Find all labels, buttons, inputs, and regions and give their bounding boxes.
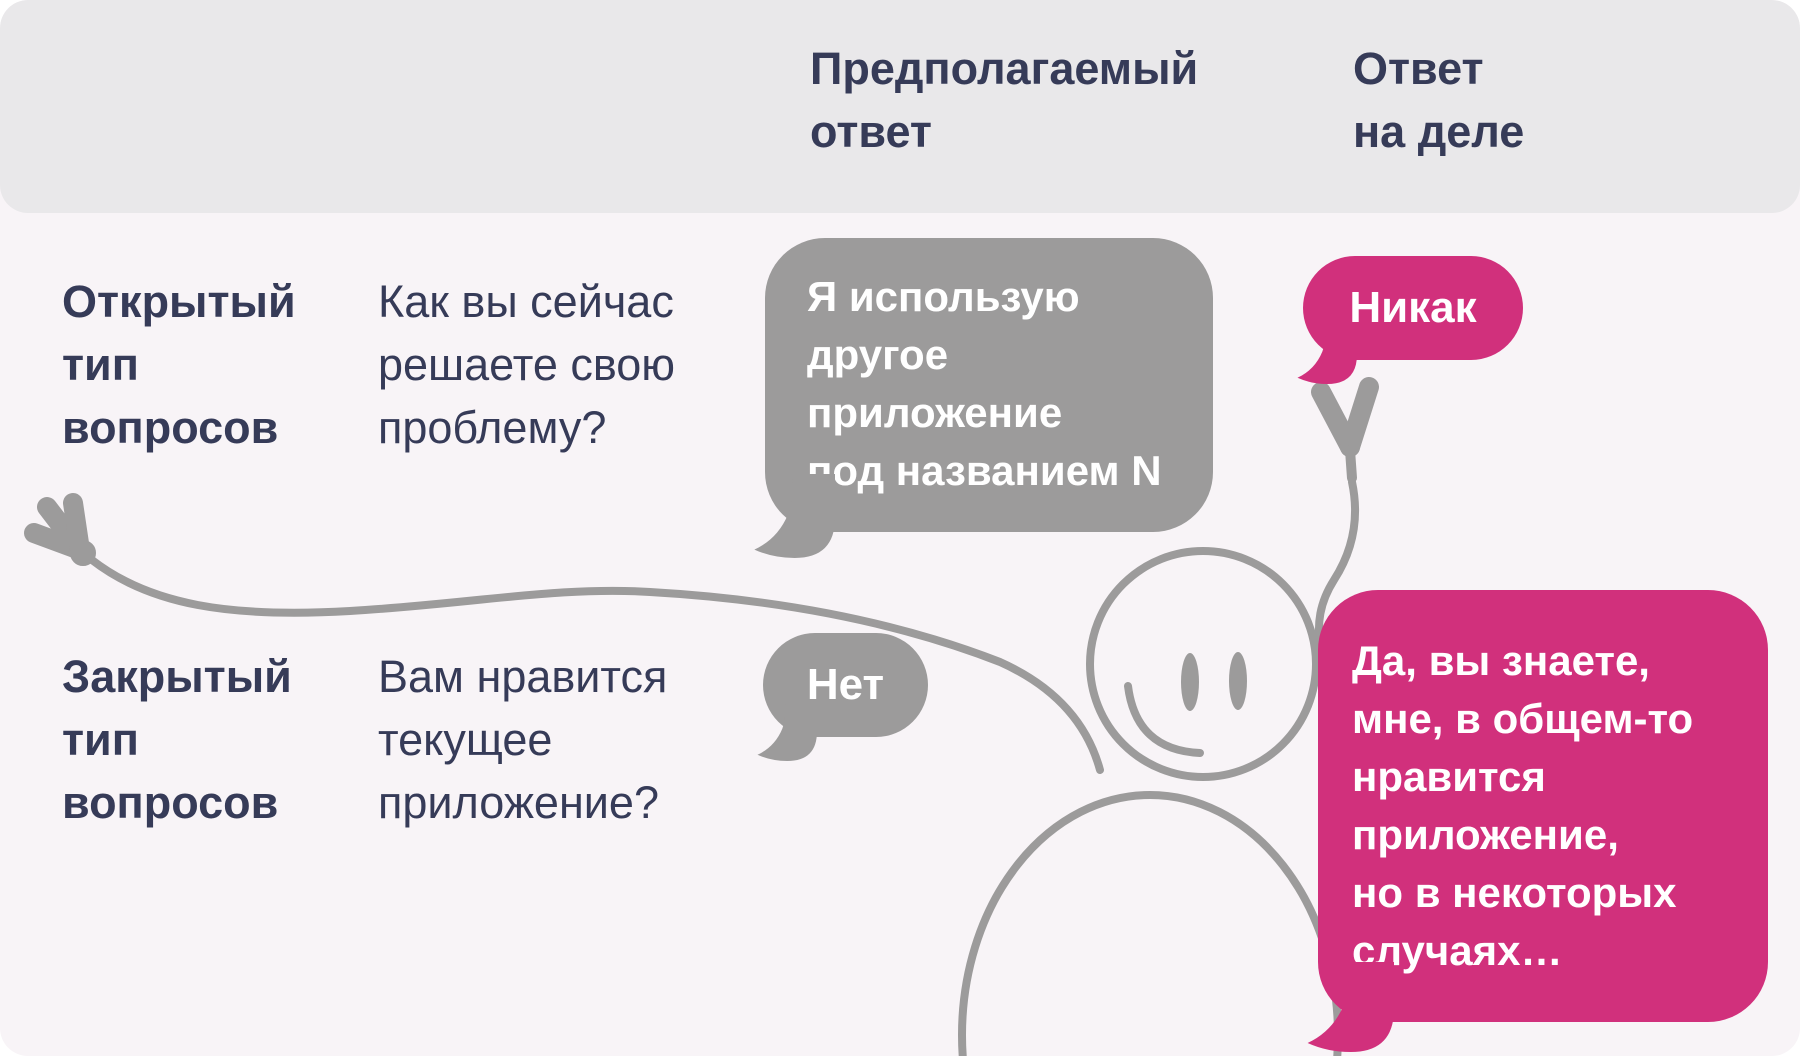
bubble-actual-closed: Да, вы знаете, мне, в общем-то нравится … [1307,590,1768,1052]
bubble-expected-open-line3: приложение [807,389,1063,436]
bubble-expected-open-line4: под названием N [807,447,1162,494]
bubble-actual-closed-line3: нравится [1352,753,1546,800]
row-open-question-line2: решаете свою [378,339,676,390]
header-expected-answer: Предполагаемый ответ [810,37,1198,163]
row-closed-question-line1: Вам нравится [378,651,668,702]
row-open-label: Открытый тип вопросов [62,270,296,459]
bubble-expected-open-line2: другое [807,331,949,378]
header-actual-answer: Ответ на деле [1353,37,1524,163]
header-expected-answer-line2: ответ [810,106,932,157]
bubble-actual-closed-line6: случаях… [1352,927,1563,974]
row-closed-question: Вам нравится текущее приложение? [378,645,667,834]
header-expected-answer-line1: Предполагаемый [810,43,1199,94]
doodle-body [958,791,1342,1056]
row-closed-label-line3: вопросов [62,777,279,828]
row-open-label-line3: вопросов [62,402,279,453]
bubble-expected-open-line1: Я использую [807,273,1080,320]
bubble-actual-open: Никак [1297,256,1523,384]
doodle-eye-left-icon [1181,653,1199,711]
doodle-eye-right-icon [1229,652,1247,710]
row-closed-label-line2: тип [62,714,139,765]
row-closed-question-line2: текущее [378,714,553,765]
doodle-head [1086,547,1320,781]
row-closed-label: Закрытый тип вопросов [62,645,292,834]
bubble-actual-closed-line2: мне, в общем-то [1352,695,1694,742]
bubble-actual-closed-line1: Да, вы знаете, [1352,637,1650,684]
bubble-expected-closed-text: Нет [806,660,885,709]
row-open-label-line2: тип [62,339,139,390]
bubble-tail [1297,322,1357,384]
row-open-question-line1: Как вы сейчас [378,276,674,327]
row-closed-label-line1: Закрытый [62,651,292,702]
bubble-tail [1307,962,1394,1052]
bubble-actual-closed-line5: но в некоторых [1352,869,1677,916]
row-open-question-line3: проблему? [378,402,607,453]
header-actual-answer-line2: на деле [1353,106,1525,157]
bubble-expected-open: Я использую другое приложение под назван… [754,238,1213,558]
row-open-question: Как вы сейчас решаете свою проблему? [378,270,675,459]
row-closed-question-line3: приложение? [378,777,659,828]
doodle-left-hand-icon [24,493,96,566]
header-band [0,0,1800,213]
bubble-tail [757,699,817,761]
doodle-smile-icon [1124,682,1204,757]
bubble-tail [754,474,835,558]
bubble-expected-closed: Нет [757,633,928,761]
bubble-actual-closed-line4: приложение, [1352,811,1619,858]
header-actual-answer-line1: Ответ [1353,43,1484,94]
bubble-actual-open-text: Никак [1349,283,1477,332]
doodle-right-hand-icon [1311,377,1379,483]
row-open-label-line1: Открытый [62,276,296,327]
